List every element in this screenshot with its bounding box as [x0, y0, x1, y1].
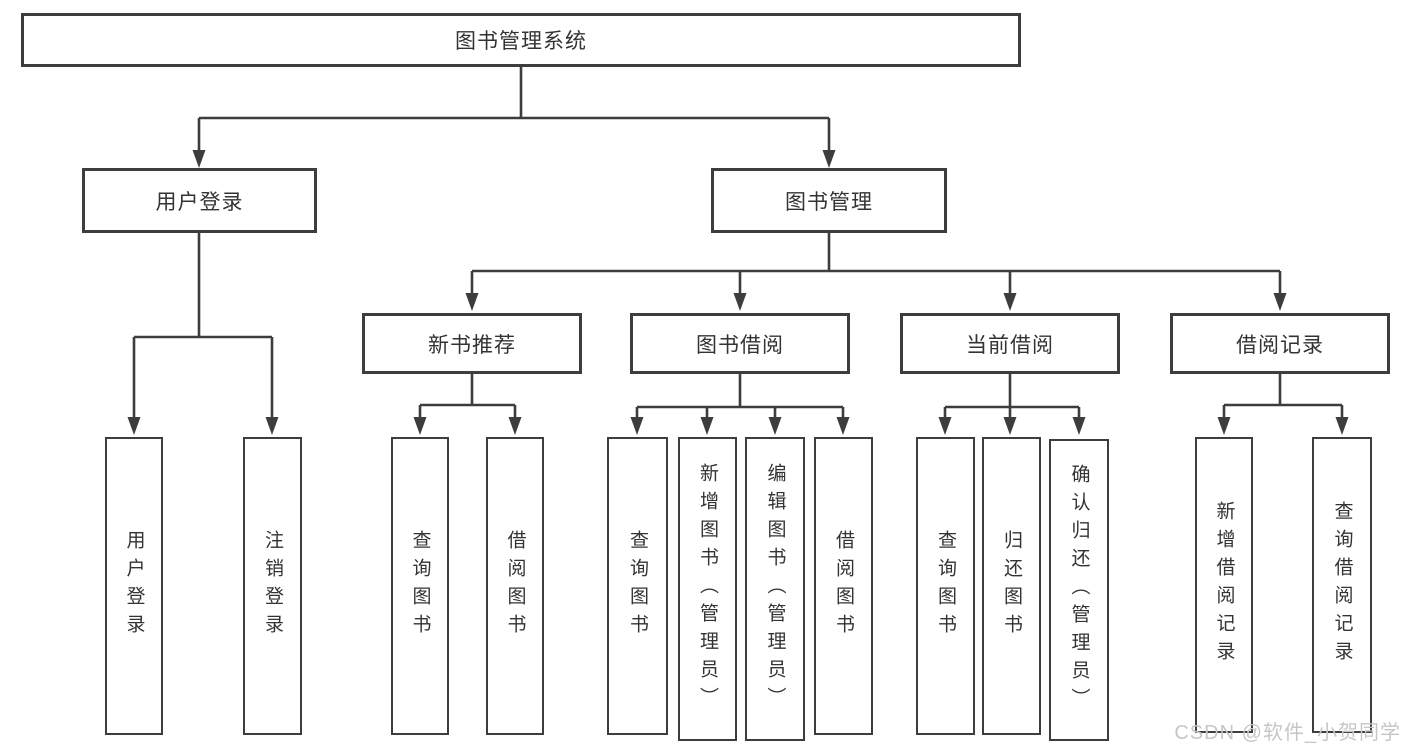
node-current-borrowing-label: 当前借阅	[966, 333, 1054, 357]
leaf-return-books: 归还图书	[982, 437, 1041, 735]
node-user-login: 用户登录	[82, 168, 317, 233]
leaf-return-books-label: 归还图书	[1001, 530, 1022, 642]
leaf-add-borrow-record-label: 新增借阅记录	[1213, 501, 1235, 669]
leaf-borrow-books-recommend: 借阅图书	[486, 437, 544, 735]
leaf-borrow-books-borrowing-label: 借阅图书	[833, 530, 854, 642]
node-new-book-recommend: 新书推荐	[362, 313, 582, 374]
node-borrowing-records: 借阅记录	[1170, 313, 1390, 374]
leaf-query-borrow-record-label: 查询借阅记录	[1331, 501, 1353, 669]
arrowheads	[127, 150, 1349, 435]
leaf-query-borrow-record: 查询借阅记录	[1312, 437, 1372, 733]
leaf-user-login-label: 用户登录	[123, 530, 145, 642]
leaf-add-books-admin-label: 新增图书（管理员）	[697, 463, 718, 715]
leaf-confirm-return-admin-label: 确认归还（管理员）	[1068, 464, 1090, 716]
leaf-logout: 注销登录	[243, 437, 302, 735]
leaf-query-books-current: 查询图书	[916, 437, 975, 735]
node-current-borrowing: 当前借阅	[900, 313, 1120, 374]
node-book-management-label: 图书管理	[785, 190, 873, 214]
leaf-query-books-recommend: 查询图书	[391, 437, 449, 735]
node-book-borrowing: 图书借阅	[630, 313, 850, 374]
leaf-query-books-borrowing-label: 查询图书	[627, 530, 648, 642]
node-book-management: 图书管理	[711, 168, 947, 233]
leaf-add-books-admin: 新增图书（管理员）	[678, 437, 737, 741]
leaf-query-books-current-label: 查询图书	[935, 530, 956, 642]
leaf-borrow-books-recommend-label: 借阅图书	[504, 530, 526, 642]
node-new-book-recommend-label: 新书推荐	[428, 333, 516, 357]
leaf-query-books-recommend-label: 查询图书	[409, 530, 431, 642]
node-borrowing-records-label: 借阅记录	[1236, 333, 1324, 357]
node-user-login-label: 用户登录	[155, 190, 244, 214]
leaf-query-books-borrowing: 查询图书	[607, 437, 668, 735]
leaf-user-login: 用户登录	[105, 437, 163, 735]
leaf-logout-label: 注销登录	[262, 530, 283, 642]
leaf-confirm-return-admin: 确认归还（管理员）	[1049, 439, 1109, 741]
leaf-borrow-books-borrowing: 借阅图书	[814, 437, 873, 735]
watermark: CSDN @软件_小贺同学	[1174, 722, 1401, 744]
leaf-edit-books-admin-label: 编辑图书（管理员）	[764, 463, 786, 715]
node-book-borrowing-label: 图书借阅	[696, 333, 784, 357]
leaf-edit-books-admin: 编辑图书（管理员）	[745, 437, 805, 741]
node-root-label: 图书管理系统	[455, 30, 587, 53]
node-root: 图书管理系统	[21, 13, 1021, 67]
leaf-add-borrow-record: 新增借阅记录	[1195, 437, 1253, 733]
